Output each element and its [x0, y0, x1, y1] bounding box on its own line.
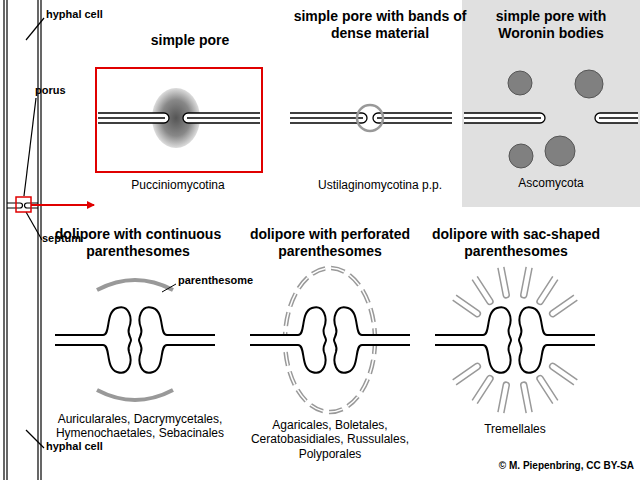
pore-wall [183, 113, 260, 123]
taxon-list: Ascomycota [462, 176, 640, 190]
pore-wall [98, 113, 169, 123]
woronin-bodies [508, 70, 603, 168]
sac-parenthesome [520, 382, 532, 414]
wall-midline [377, 117, 452, 118]
grey-panel: simple pore with Woronin bodiesAscomycot… [462, 0, 640, 207]
sac-parenthesome [549, 295, 578, 318]
taxon-list: Pucciniomycotina [98, 178, 258, 192]
pore-wall [464, 113, 545, 123]
sac-parenthesome [536, 374, 558, 403]
dolipore-half [334, 307, 410, 372]
sac-parenthesome [453, 295, 482, 318]
taxon-list: Ustilaginomycotina p.p. [280, 178, 480, 192]
dolipore-half [250, 307, 326, 372]
part-label: parenthesome [178, 274, 253, 287]
sac-parenthesome [520, 267, 532, 299]
dense-bands [357, 105, 383, 131]
leader-line [162, 284, 176, 292]
dolipore-half [55, 307, 131, 372]
dolipore-half [519, 307, 595, 372]
hypha [4, 0, 44, 480]
pore-wall [373, 113, 452, 123]
sac-parenthesome [536, 276, 558, 305]
sac-parenthesome [453, 362, 482, 385]
sac-parenthesome [549, 362, 578, 385]
dolipore-half [435, 307, 511, 372]
highlight-square [16, 197, 31, 212]
part-label: hyphal cell [46, 440, 103, 453]
zoom-arrow [31, 204, 94, 206]
type-heading: dolipore with perforated parenthesomes [226, 226, 434, 260]
zoom-frame [96, 68, 262, 172]
dolipore-half [139, 307, 215, 372]
wall-midline [187, 117, 260, 118]
sac-parenthesome [472, 374, 494, 403]
type-heading: dolipore with continuous parenthesomes [38, 226, 238, 260]
dolipore-mirror [334, 307, 410, 372]
dolipore-mirror [139, 307, 215, 372]
taxon-list: Tremellales [455, 422, 575, 436]
pore-wall [290, 113, 367, 123]
sac-parenthesome [498, 267, 510, 299]
dolipores [55, 307, 595, 372]
wall-midline [290, 117, 363, 118]
sac-parenthesome [498, 382, 510, 414]
part-label: porus [35, 84, 66, 97]
dolipore-mirror [519, 307, 595, 372]
taxon-list: Auricularales, Dacrymycetales, Hymenocha… [40, 412, 240, 441]
pore-walls [98, 113, 638, 123]
type-heading: simple pore with Woronin bodies [468, 8, 634, 42]
copyright-note: © M. Piepenbring, CC BY-SA [486, 460, 634, 472]
wall-midline [464, 117, 541, 118]
type-heading: simple pore [110, 32, 270, 49]
wall-midline [599, 117, 638, 118]
pore-wall [595, 113, 638, 123]
sac-parenthesome [472, 276, 494, 305]
type-heading: dolipore with sac-shaped parenthesomes [416, 226, 616, 260]
taxon-list: Agaricales, Boletales, Ceratobasidiales,… [240, 418, 420, 461]
wall-midline [98, 117, 165, 118]
part-label: hyphal cell [46, 8, 103, 21]
panel-ground [462, 0, 640, 207]
type-heading: simple pore with bands of dense material [276, 8, 484, 42]
